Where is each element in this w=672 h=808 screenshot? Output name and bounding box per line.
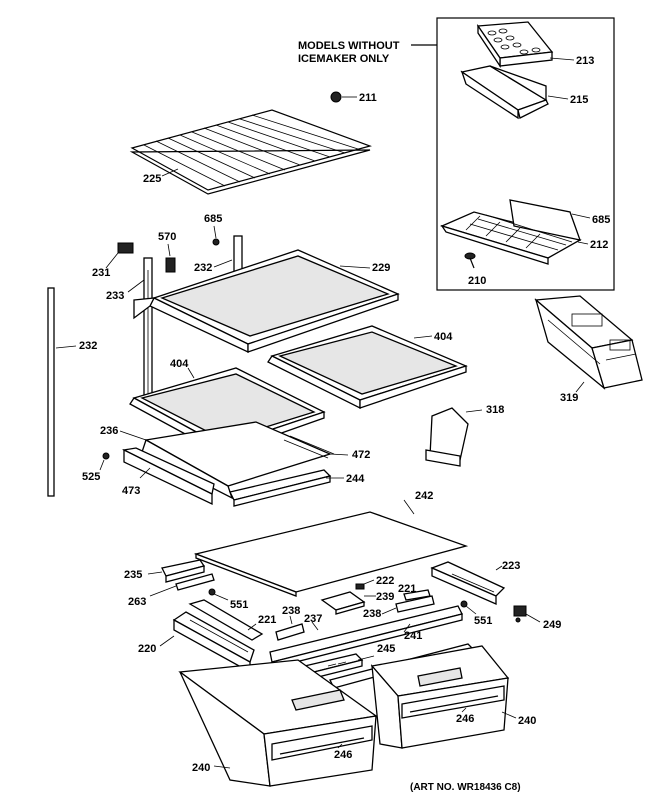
label-232b: 232 [79,340,97,352]
label-239: 239 [376,591,394,603]
strip-263 [175,573,215,591]
handle-246-right [409,695,499,713]
rail-473 [121,447,215,506]
clip-211 [330,91,342,103]
label-221b: 221 [258,614,276,626]
rail-223 [430,561,506,605]
slide-239 [320,591,366,615]
label-246a: 246 [334,749,352,761]
label-318: 318 [486,404,504,416]
label-222: 222 [376,575,394,587]
label-240b: 240 [518,715,536,727]
rail-244 [229,469,332,507]
label-263: 263 [128,596,146,608]
screw-210 [464,252,476,269]
label-232a: 232 [194,262,212,274]
label-220: 220 [138,643,156,655]
label-241: 241 [404,630,422,642]
support-212 [440,199,582,265]
label-319: 319 [560,392,578,404]
slide-238-left [275,623,305,641]
label-473: 473 [122,485,140,497]
label-233: 233 [106,290,124,302]
label-249: 249 [543,619,561,631]
label-225: 225 [143,173,161,185]
label-231: 231 [92,267,110,279]
clip-249 [513,605,527,623]
label-242: 242 [415,490,433,502]
label-570: 570 [158,231,176,243]
slide-238-right [395,595,435,613]
screw-570 [165,257,176,273]
label-212: 212 [590,239,608,251]
label-235: 235 [124,569,142,581]
label-238a: 238 [282,605,300,617]
screw-685 [212,238,220,246]
ice-tray-213 [476,21,554,69]
label-245: 245 [377,643,395,655]
label-229: 229 [372,262,390,274]
label-240a: 240 [192,762,210,774]
housing-319 [534,295,643,390]
label-246b: 246 [456,713,474,725]
label-215: 215 [570,94,588,106]
glass-cover-242 [193,511,469,597]
label-223: 223 [502,560,520,572]
label-404b: 404 [434,331,453,343]
trim-237 [269,605,463,669]
bracket-318 [425,407,469,467]
note-line2: ICEMAKER ONLY [298,53,390,65]
screw-551-left [208,588,216,596]
label-238b: 238 [363,608,381,620]
rail-220 [172,611,255,674]
shelf-support-231 [117,242,134,254]
label-685b: 685 [592,214,610,226]
note-line1: MODELS WITHOUT [298,40,400,52]
label-244: 244 [346,473,365,485]
label-472: 472 [352,449,370,461]
label-210: 210 [468,275,486,287]
ice-bin-215 [460,65,549,120]
label-221a: 221 [398,583,416,595]
inset-box [436,17,615,291]
label-213: 213 [576,55,594,67]
screw-525 [102,452,110,460]
label-551b: 551 [474,615,492,627]
wire-shelf-225 [129,109,372,195]
crisper-drawer-240-left [178,659,378,787]
glass-shelf-229 [133,249,400,354]
glass-shelf-404-right [267,325,468,410]
bracket-235 [161,559,206,583]
label-404a: 404 [170,358,189,370]
screw-551-right [460,600,468,608]
crisper-drawer-240-right [370,645,510,749]
label-211: 211 [359,92,377,104]
rail-221 [188,599,264,641]
label-236: 236 [100,425,118,437]
ladder-rail-233 [143,257,153,409]
side-rail-232 [47,287,55,497]
handle-246-left [279,737,365,755]
label-525: 525 [82,471,100,483]
label-237: 237 [304,613,322,625]
art-number: (ART NO. WR18436 C8) [410,782,521,793]
label-551a: 551 [230,599,248,611]
control-222 [355,583,365,590]
label-685a: 685 [204,213,222,225]
